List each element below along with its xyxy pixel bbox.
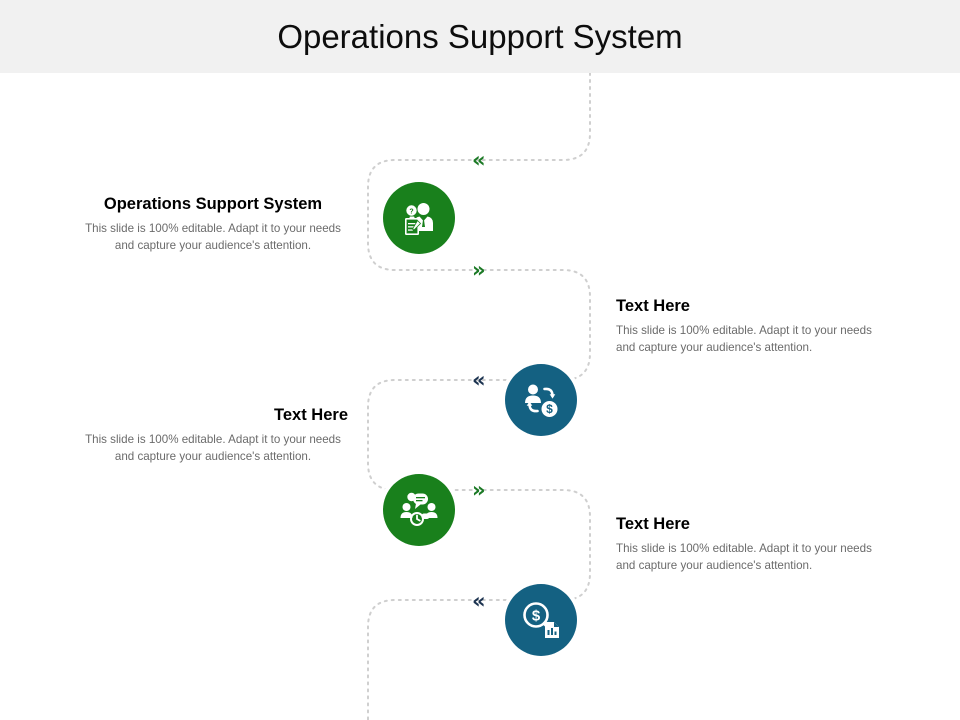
people-conversation-icon [399, 490, 439, 530]
customer-money-exchange-icon: $ [521, 380, 561, 420]
connector-chevron-4: » [472, 478, 486, 502]
node-circle-3[interactable] [383, 474, 455, 546]
node-circle-2[interactable]: $ [505, 364, 577, 436]
text-block-2-body: This slide is 100% editable. Adapt it to… [616, 323, 872, 354]
text-block-2: Text Here This slide is 100% editable. A… [616, 297, 891, 357]
text-block-1-title: Operations Support System [103, 195, 323, 213]
connector-chevron-1: « [472, 148, 486, 172]
text-block-4: Text Here This slide is 100% editable. A… [616, 515, 891, 575]
text-block-1-body: This slide is 100% editable. Adapt it to… [85, 221, 341, 252]
svg-text:$: $ [532, 608, 541, 625]
text-block-4-title: Text Here [616, 515, 690, 533]
svg-text:$: $ [546, 402, 553, 416]
text-block-3-title: Text Here [274, 406, 348, 424]
text-block-2-title: Text Here [616, 297, 690, 315]
diagram-canvas: « » « » « ? [0, 73, 960, 720]
text-block-3-body: This slide is 100% editable. Adapt it to… [85, 432, 341, 463]
connector-chevron-3: « [472, 368, 486, 392]
person-survey-clipboard-icon: ? [399, 198, 439, 238]
svg-text:?: ? [409, 208, 413, 215]
text-block-1: Operations Support System This slide is … [78, 195, 348, 255]
connector-chevron-2: » [472, 258, 486, 282]
text-block-4-body: This slide is 100% editable. Adapt it to… [616, 541, 872, 572]
node-circle-1[interactable]: ? [383, 182, 455, 254]
connector-chevron-5: « [472, 589, 486, 613]
page-title: Operations Support System [277, 18, 683, 55]
text-block-3: Text Here This slide is 100% editable. A… [78, 406, 348, 466]
node-circle-4[interactable]: $ [505, 584, 577, 656]
slide-header-band [0, 0, 960, 73]
dollar-search-document-icon: $ [521, 600, 561, 640]
